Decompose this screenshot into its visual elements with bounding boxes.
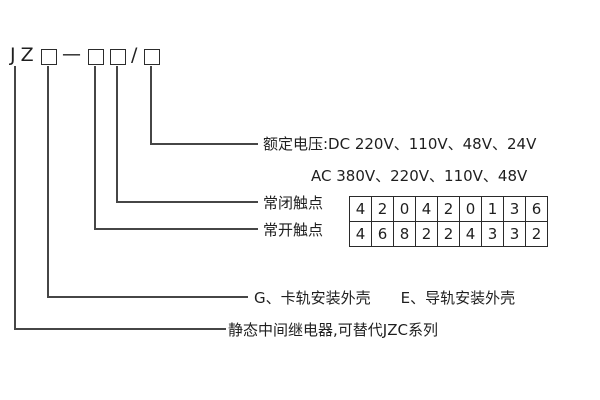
table-row-normally-open: 4 6 8 2 2 4 3 3 2 bbox=[349, 221, 548, 247]
leader-line-normally-open-horizontal bbox=[94, 228, 258, 230]
model-prefix: JZ bbox=[10, 44, 39, 66]
rated-voltage-ac-label: AC 380V、220V、110V、48V bbox=[311, 167, 528, 185]
shell-options: G、卡轨安装外壳 E、导轨安装外壳 bbox=[254, 289, 515, 307]
placeholder-box-normally-closed bbox=[110, 49, 126, 65]
leader-line-voltage-vertical bbox=[150, 66, 152, 145]
placeholder-box-shell bbox=[41, 49, 57, 65]
table-cell: 4 bbox=[415, 196, 438, 222]
placeholder-box-normally-open bbox=[88, 49, 104, 65]
table-cell: 3 bbox=[481, 221, 504, 247]
model-slash: / bbox=[131, 44, 138, 66]
model-dash: — bbox=[62, 43, 81, 65]
shell-option-e: E、导轨安装外壳 bbox=[400, 289, 516, 307]
table-cell: 8 bbox=[393, 221, 416, 247]
table-cell: 2 bbox=[371, 196, 394, 222]
table-cell: 4 bbox=[459, 221, 482, 247]
leader-line-shell-horizontal bbox=[47, 296, 248, 298]
leader-line-normally-closed-horizontal bbox=[116, 201, 258, 203]
normally-closed-label: 常闭触点 bbox=[263, 194, 324, 212]
leader-line-shell-vertical bbox=[47, 66, 49, 298]
placeholder-box-voltage bbox=[144, 49, 160, 65]
table-cell: 4 bbox=[349, 196, 372, 222]
leader-line-normally-open-vertical bbox=[94, 66, 96, 230]
shell-option-g: G、卡轨安装外壳 bbox=[254, 289, 371, 307]
table-cell: 3 bbox=[503, 196, 526, 222]
table-cell: 6 bbox=[525, 196, 548, 222]
table-cell: 0 bbox=[393, 196, 416, 222]
leader-line-series-horizontal bbox=[14, 328, 226, 330]
table-cell: 2 bbox=[437, 196, 460, 222]
table-cell: 2 bbox=[415, 221, 438, 247]
table-cell: 3 bbox=[503, 221, 526, 247]
leader-line-normally-closed-vertical bbox=[116, 66, 118, 203]
leader-line-voltage-horizontal bbox=[150, 143, 258, 145]
table-cell: 4 bbox=[349, 221, 372, 247]
table-cell: 2 bbox=[437, 221, 460, 247]
table-cell: 1 bbox=[481, 196, 504, 222]
table-cell: 6 bbox=[371, 221, 394, 247]
table-row-normally-closed: 4 2 0 4 2 0 1 3 6 bbox=[349, 196, 548, 222]
contact-count-table: 4 2 0 4 2 0 1 3 6 4 6 8 2 2 4 3 3 2 bbox=[349, 196, 548, 247]
table-cell: 0 bbox=[459, 196, 482, 222]
series-description-label: 静态中间继电器,可替代JZC系列 bbox=[228, 321, 438, 339]
rated-voltage-dc-label: 额定电压:DC 220V、110V、48V、24V bbox=[263, 135, 537, 153]
leader-line-series-vertical bbox=[14, 66, 16, 330]
table-cell: 2 bbox=[525, 221, 548, 247]
normally-open-label: 常开触点 bbox=[263, 221, 324, 239]
